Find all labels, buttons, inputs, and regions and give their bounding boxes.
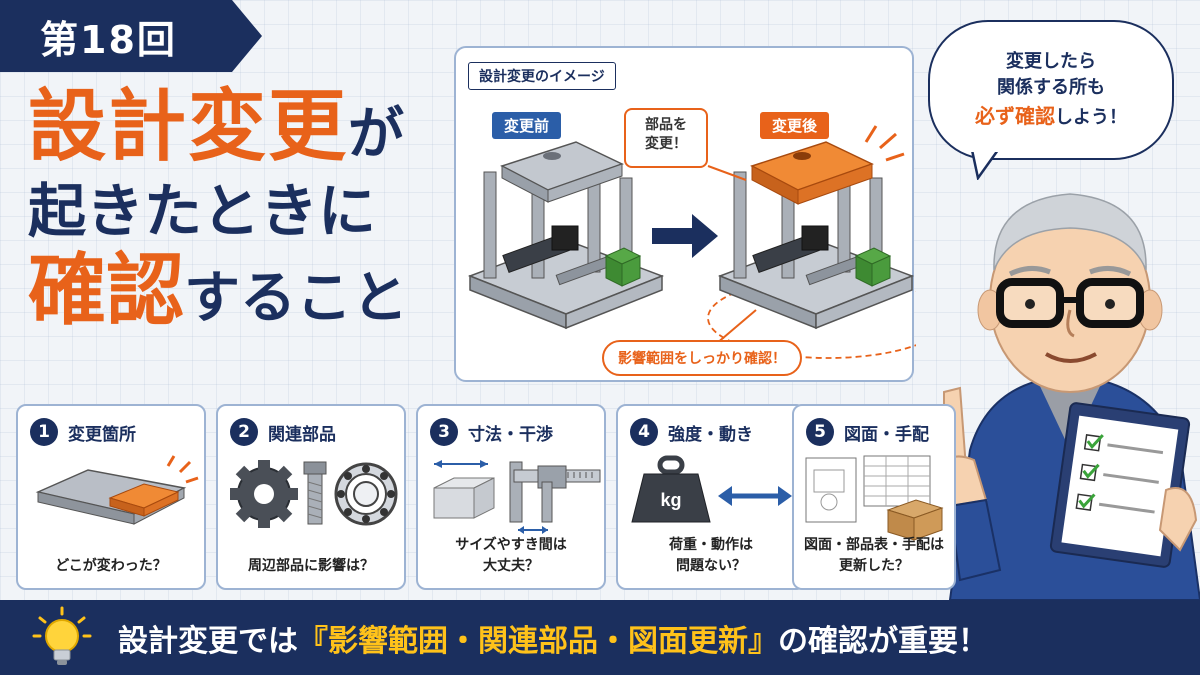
- card-text-line: 更新した？: [839, 557, 909, 574]
- card-number: 2: [230, 418, 258, 446]
- weight-label: kg: [660, 490, 681, 510]
- bubble-line: 必ず確認しよう！: [975, 102, 1127, 131]
- check-card-drawing-order: 5 図面・手配 図面・部品表・手配は 更新した？: [792, 404, 956, 590]
- card-number: 5: [806, 418, 834, 446]
- card-title: 関連部品: [268, 424, 336, 445]
- footer-text-post: の確認が重要！: [778, 623, 988, 659]
- callout-line: 変更！: [645, 135, 687, 152]
- card-header: 5 図面・手配: [806, 418, 929, 446]
- check-card-change-location: 1 変更箇所 どこが変わった？: [16, 404, 206, 590]
- callout-pointer: [707, 165, 747, 181]
- card-question: サイズやすき間は 大丈夫？: [418, 535, 604, 576]
- title-tail: すること: [184, 266, 409, 331]
- machine-after: [707, 125, 916, 359]
- card-title: 図面・手配: [844, 424, 929, 445]
- episode-label: 第18回: [40, 17, 177, 62]
- card-question: どこが変わった？: [18, 556, 204, 576]
- card-header: 1 変更箇所: [30, 418, 136, 446]
- check-card-related-parts: 2 関連部品: [216, 404, 406, 590]
- bubble-tail-text: しよう！: [1055, 106, 1127, 128]
- drawing-bom-box-icon: [805, 455, 944, 541]
- card-header: 4 強度・動き: [630, 418, 753, 446]
- title-keyword-design-change: 設計変更: [28, 82, 349, 172]
- bubble-tail-icon: [970, 150, 1000, 180]
- card-number: 1: [30, 418, 58, 446]
- card-text-line: 周辺部品に影響は？: [248, 557, 374, 574]
- card-text-line: 荷重・動作は: [669, 537, 753, 554]
- main-title: 設計変更が 起きたときに 確認すること: [28, 88, 448, 330]
- card-number: 3: [430, 418, 458, 446]
- part-change-callout: 部品を 変更！: [624, 108, 708, 168]
- callout-pointer: [715, 309, 757, 345]
- checklist-clipboard-icon: [1049, 402, 1198, 568]
- bubble-line: 関係する所も: [997, 77, 1105, 99]
- bubble-line: 変更したら: [1006, 51, 1096, 73]
- title-line-1: 設計変更が: [28, 88, 448, 166]
- plate-part-icon: [35, 455, 199, 525]
- card-text-line: 図面・部品表・手配は: [804, 537, 944, 554]
- title-particle: が: [348, 102, 407, 167]
- episode-badge: 第18回: [0, 0, 262, 72]
- title-keyword-check: 確認: [28, 246, 185, 336]
- gear-bolt-bearing-icon: [230, 460, 398, 528]
- transition-arrow-icon: [652, 214, 718, 258]
- check-card-strength-motion: 4 強度・動き kg 荷重・動作は 問題ない？: [616, 404, 806, 590]
- card-question: 図面・部品表・手配は 更新した？: [794, 535, 954, 576]
- card-text-line: 大丈夫？: [483, 557, 539, 574]
- before-tag: 変更前: [492, 112, 562, 139]
- callout-line: 部品を: [645, 117, 687, 133]
- footer-message: 設計変更では『影響範囲・関連部品・図面更新』の確認が重要！: [118, 616, 988, 660]
- after-tag: 変更後: [760, 112, 830, 139]
- card-number: 4: [630, 418, 658, 446]
- card-text-line: サイズやすき間は: [455, 537, 567, 554]
- card-title: 寸法・干渉: [468, 424, 553, 445]
- card-question: 荷重・動作は 問題ない？: [618, 535, 804, 576]
- panel-label: 設計変更のイメージ: [468, 62, 616, 90]
- engineer-character: [938, 193, 1200, 600]
- card-header: 2 関連部品: [230, 418, 336, 446]
- design-change-panel: 設計変更のイメージ 変更前 変更後 部品を 変更！ 影響範囲をしっかり確認！: [454, 46, 916, 382]
- card-text-line: 問題ない？: [676, 557, 746, 574]
- speech-bubble: 変更したら 関係する所も 必ず確認しよう！: [928, 20, 1174, 160]
- title-line-3: 確認すること: [28, 252, 448, 330]
- card-header: 3 寸法・干渉: [430, 418, 553, 446]
- lightbulb-icon: [32, 606, 92, 665]
- check-card-dimension-interference: 3 寸法・干渉 サイズやすき間は 大丈夫？: [416, 404, 606, 590]
- weight-arrow-icon: kg: [631, 455, 792, 523]
- footer-highlight: 『影響範囲・関連部品・図面更新』: [298, 623, 778, 659]
- bubble-emphasis: 必ず確認: [975, 103, 1055, 128]
- machine-before: [467, 141, 665, 330]
- footer-banner: 設計変更では『影響範囲・関連部品・図面更新』の確認が重要！: [0, 600, 1200, 675]
- caliper-block-icon: [433, 460, 601, 534]
- title-line-2: 起きたときに: [28, 177, 377, 245]
- card-title: 強度・動き: [668, 424, 753, 445]
- card-question: 周辺部品に影響は？: [218, 556, 404, 576]
- card-title: 変更箇所: [68, 424, 136, 445]
- card-text-line: どこが変わった？: [55, 557, 167, 574]
- footer-text-pre: 設計変更では: [118, 623, 298, 659]
- machine-illustration: [467, 125, 916, 359]
- impact-callout: 影響範囲をしっかり確認！: [602, 340, 802, 376]
